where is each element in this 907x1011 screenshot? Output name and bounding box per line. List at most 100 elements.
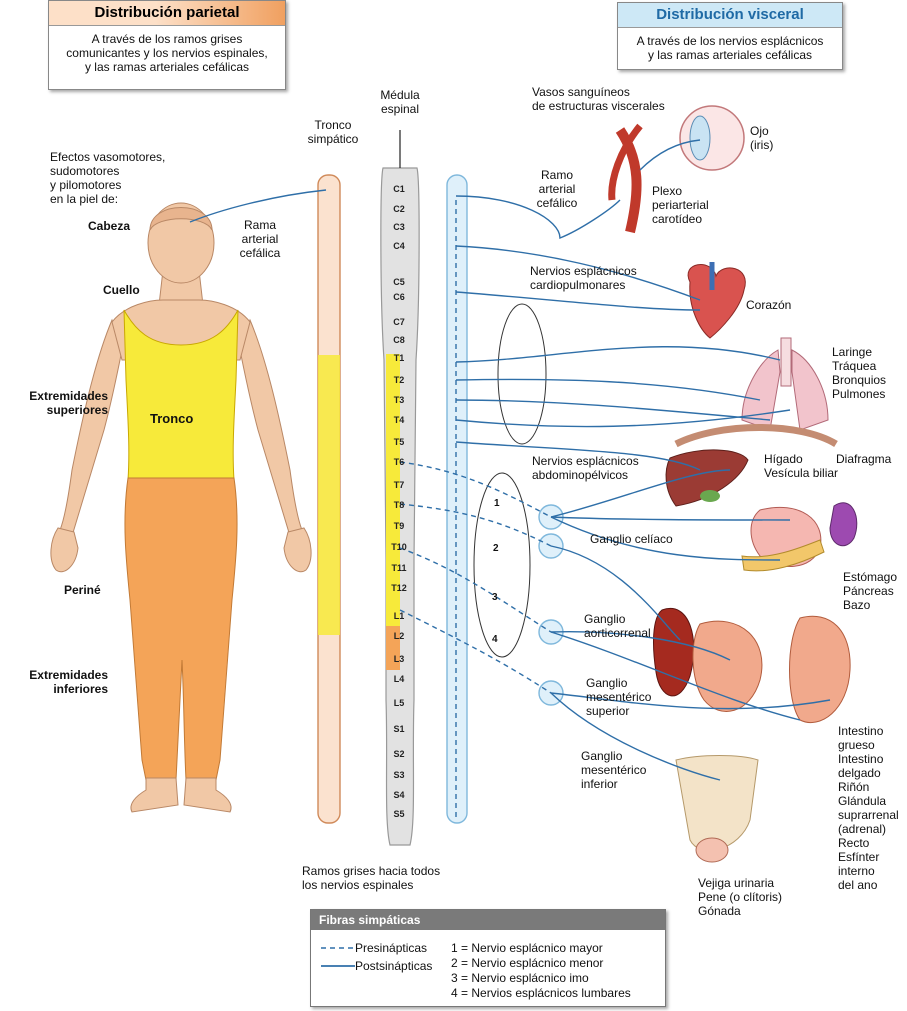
plexo-label: Plexo periarterial carotídeo	[652, 184, 709, 226]
legend-item: 4 = Nervios esplácnicos lumbares	[451, 986, 631, 1000]
mes-sup-line: superior	[586, 704, 630, 718]
rama-arterial-label: Rama arterial cefálica	[228, 218, 292, 260]
splanchnic-number: 3	[492, 592, 498, 603]
segment-label-s2: S2	[393, 749, 405, 759]
corazon-label: Corazón	[746, 298, 792, 312]
estomago-line: Bazo	[843, 598, 871, 612]
estomago-label: Estómago Páncreas Bazo	[843, 570, 897, 612]
higado-line: Hígado	[764, 452, 803, 466]
segment-label-t12: T12	[391, 583, 407, 593]
legend-item: 2 = Nervio esplácnico menor	[451, 956, 604, 970]
aorticorrenal-line: Ganglio	[584, 612, 626, 626]
ramos-grises-label: Ramos grises hacia todos los nervios esp…	[302, 864, 440, 892]
aorticorrenal-line: aorticorrenal	[584, 626, 651, 640]
visceral-title: Distribución visceral	[618, 3, 842, 28]
vejiga-line: Vejiga urinaria	[698, 876, 775, 890]
mes-inf-line: mesentérico	[581, 763, 647, 777]
skin-effects-line: en la piel de:	[50, 192, 119, 206]
intestino-label: Intestino grueso Intestino delgado Riñón…	[838, 724, 899, 892]
splanchnic-number: 4	[492, 634, 498, 645]
ojo-line: (iris)	[750, 138, 774, 152]
ramo-arterial-line: Ramo	[540, 168, 573, 182]
nerve-fibers	[189, 139, 831, 781]
intestino-line: Intestino	[838, 752, 884, 766]
intestino-line: Riñón	[838, 780, 870, 794]
region-extremidades-inferiores: Extremidades inferiores	[0, 668, 108, 696]
mes-inf-line: inferior	[581, 777, 618, 791]
cardio-line: cardiopulmonares	[530, 278, 626, 292]
vejiga-line: Pene (o clítoris)	[698, 890, 783, 904]
region-ext-inf-line: Extremidades	[29, 668, 108, 682]
skin-effects-line: sudomotores	[50, 164, 120, 178]
higado-line: Vesícula biliar	[764, 466, 839, 480]
segment-label-c2: C2	[393, 204, 405, 214]
segment-label-t7: T7	[393, 480, 405, 490]
prevertebral-ganglia	[538, 504, 564, 706]
segment-label-t2: T2	[393, 375, 405, 385]
legend-pre-label: Presinápticas	[355, 941, 428, 955]
vasos-label: Vasos sanguíneos de estructuras visceral…	[532, 85, 665, 113]
mesenterico-superior-label: Ganglio mesentérico superior	[586, 676, 651, 718]
tronco-simpatico-label: Tronco simpático	[300, 118, 366, 146]
rama-arterial-line: Rama	[243, 218, 276, 232]
legend-item: 1 = Nervio esplácnico mayor	[451, 941, 603, 955]
visceral-body-line: y las ramas arteriales cefálicas	[647, 48, 813, 62]
region-cuello: Cuello	[103, 283, 140, 297]
estomago-line: Estómago	[843, 570, 898, 584]
segment-label-t1: T1	[393, 353, 405, 363]
pulmones-line: Laringe	[832, 345, 873, 359]
plexo-line: carotídeo	[652, 212, 703, 226]
segment-label-l2: L2	[393, 631, 405, 641]
parietal-body-line: y las ramas arteriales cefálicas	[84, 60, 250, 74]
segment-label-c8: C8	[393, 335, 405, 345]
mes-sup-line: mesentérico	[586, 690, 652, 704]
rama-arterial-line: cefálica	[239, 246, 281, 260]
region-ext-sup-line: Extremidades	[29, 389, 108, 403]
segment-label-c1: C1	[393, 184, 405, 194]
ramos-grises-line: Ramos grises hacia todos	[302, 864, 441, 878]
skin-effects-line: Efectos vasomotores,	[50, 150, 166, 164]
intestino-line: delgado	[838, 766, 881, 780]
segment-label-c5: C5	[393, 277, 405, 287]
region-cabeza: Cabeza	[88, 219, 131, 233]
segment-label-c6: C6	[393, 292, 405, 302]
intestino-line: Intestino	[838, 724, 884, 738]
rama-arterial-line: arterial	[241, 232, 279, 246]
spinal-cord	[380, 130, 420, 846]
segment-label-s4: S4	[393, 790, 405, 800]
mes-sup-line: Ganglio	[586, 676, 628, 690]
intestino-line: grueso	[838, 738, 875, 752]
pulmones-line: Bronquios	[832, 373, 887, 387]
ganglio-celiaco-label: Ganglio celíaco	[590, 532, 673, 546]
medula-line: espinal	[380, 102, 420, 116]
ramos-grises-line: los nervios espinales	[302, 878, 414, 892]
diafragma-label: Diafragma	[836, 452, 892, 466]
legend-title: Fibras simpáticas	[311, 910, 665, 930]
segment-label-l5: L5	[393, 698, 405, 708]
segment-label-t5: T5	[393, 437, 405, 447]
segment-label-t9: T9	[393, 521, 405, 531]
ojo-line: Ojo	[750, 124, 769, 138]
segment-label-s3: S3	[393, 770, 405, 780]
skin-effects-line: y pilomotores	[50, 178, 122, 192]
intestino-line: (adrenal)	[838, 822, 887, 836]
segment-label-c4: C4	[393, 241, 405, 251]
segment-label-t10: T10	[391, 542, 407, 552]
legend-box: Fibras simpáticas Presinápticas Postsiná…	[310, 909, 666, 1007]
intestino-line: interno	[838, 864, 875, 878]
vasos-line: Vasos sanguíneos	[532, 85, 630, 99]
medula-line: Médula	[380, 88, 420, 102]
segment-label-t11: T11	[391, 563, 407, 573]
vejiga-label: Vejiga urinaria Pene (o clítoris) Gónada	[698, 876, 782, 918]
higado-label: Hígado Vesícula biliar	[764, 452, 838, 480]
region-extremidades-superiores: Extremidades superiores	[0, 389, 108, 417]
pulmones-line: Tráquea	[832, 359, 877, 373]
plexo-line: Plexo	[652, 184, 683, 198]
segment-label-l3: L3	[393, 654, 405, 664]
intestino-line: suprarrenal	[838, 808, 899, 822]
tronco-simpatico-line: simpático	[307, 132, 359, 146]
abdomino-line: abdominopélvicos	[532, 468, 629, 482]
legend-line-samples	[321, 947, 355, 967]
segment-label-c7: C7	[393, 317, 405, 327]
